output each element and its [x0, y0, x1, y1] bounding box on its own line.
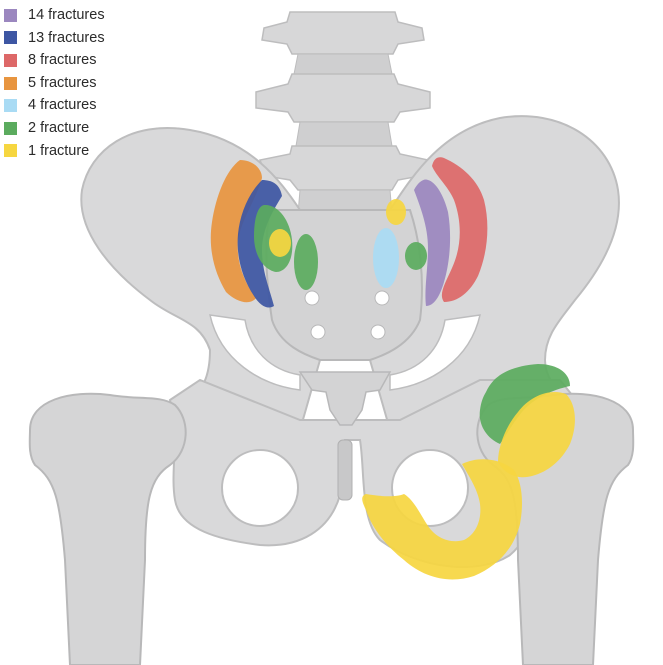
legend-swatch	[4, 144, 17, 157]
legend-item-8-fractures: 8 fractures	[4, 49, 105, 72]
legend-item-4-fractures: 4 fractures	[4, 94, 105, 117]
legend-label: 14 fractures	[28, 8, 105, 23]
sacral-foramen	[371, 325, 385, 339]
legend-item-1-fracture: 1 fracture	[4, 140, 105, 163]
coccyx	[300, 372, 390, 425]
legend-item-2-fracture: 2 fracture	[4, 117, 105, 140]
intervertebral-disc-1	[294, 54, 392, 74]
sacral-foramen	[305, 291, 319, 305]
legend-swatch	[4, 122, 17, 135]
legend-label: 2 fracture	[28, 121, 89, 136]
legend: 14 fractures 13 fractures 8 fractures 5 …	[4, 4, 105, 162]
legend-swatch	[4, 54, 17, 67]
legend-label: 8 fractures	[28, 53, 97, 68]
intervertebral-disc-2	[296, 122, 392, 146]
left-femur	[30, 394, 186, 665]
legend-label: 4 fractures	[28, 98, 97, 113]
fracture-region-1-right	[386, 199, 406, 225]
l5-lower-vertebra	[260, 146, 428, 190]
fracture-region-4	[373, 228, 399, 288]
legend-swatch	[4, 77, 17, 90]
l5-vertebra	[256, 74, 430, 122]
legend-swatch	[4, 99, 17, 112]
fracture-region-2-sacral-left	[294, 234, 318, 290]
legend-swatch	[4, 9, 17, 22]
fracture-region-2-right	[405, 242, 427, 270]
pubic-symphysis	[338, 440, 352, 500]
legend-item-5-fractures: 5 fractures	[4, 72, 105, 95]
legend-item-14-fractures: 14 fractures	[4, 4, 105, 27]
lumbar-spine	[256, 12, 430, 214]
legend-label: 5 fractures	[28, 76, 97, 91]
l4-vertebra	[262, 12, 424, 54]
sacral-foramen	[311, 325, 325, 339]
sacral-foramen	[375, 291, 389, 305]
left-obturator-foramen	[222, 450, 298, 526]
fracture-region-1-left	[269, 229, 291, 257]
legend-item-13-fractures: 13 fractures	[4, 27, 105, 50]
legend-label: 13 fractures	[28, 31, 105, 46]
legend-swatch	[4, 31, 17, 44]
legend-label: 1 fracture	[28, 144, 89, 159]
